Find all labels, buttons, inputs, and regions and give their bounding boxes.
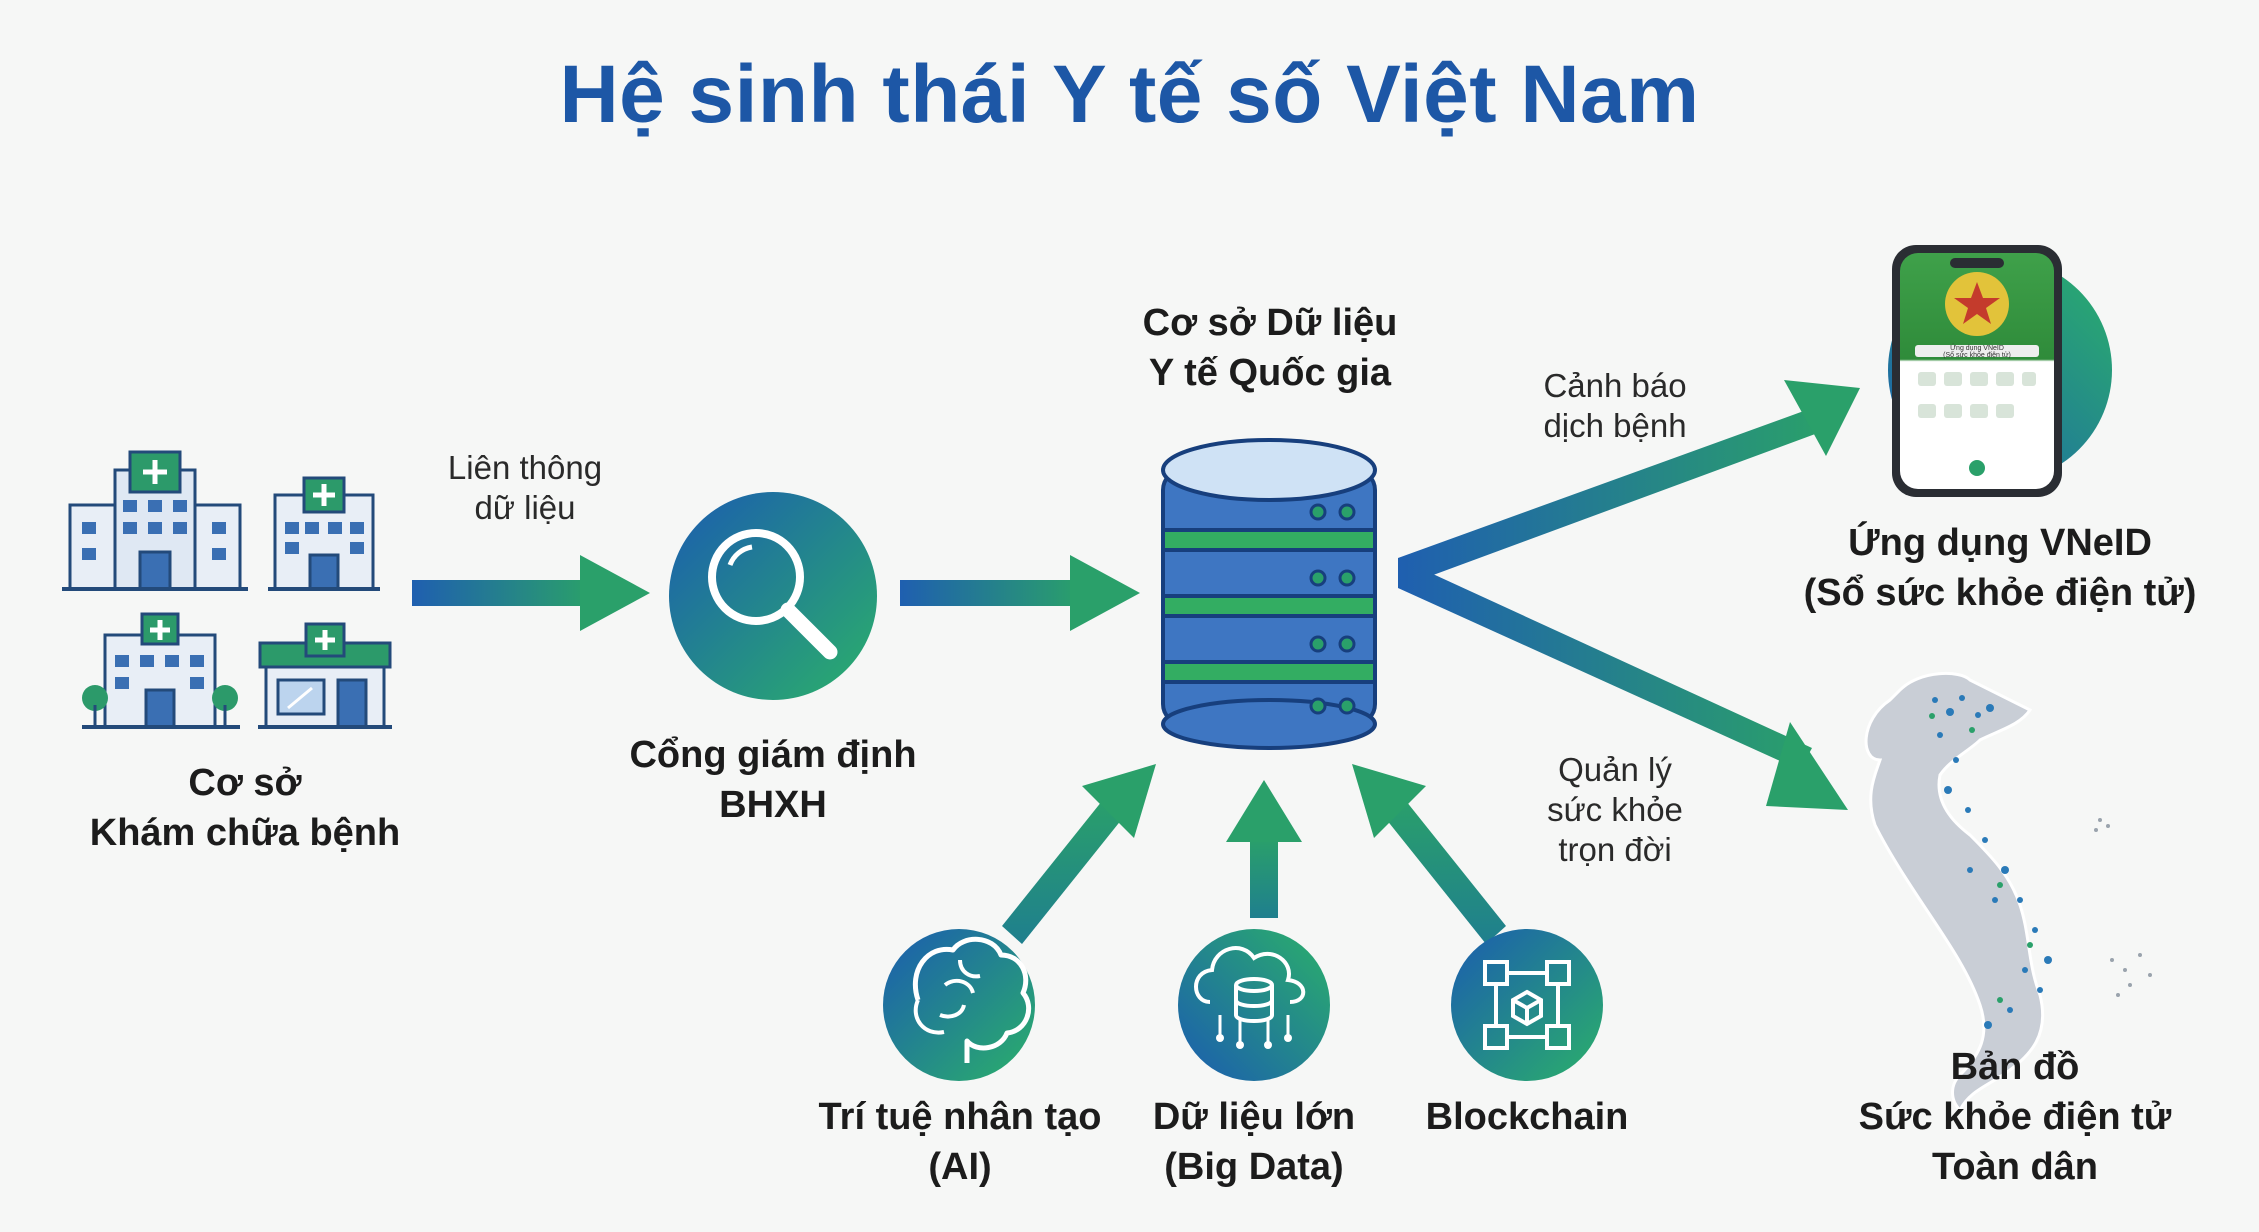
label-map-line3: Toàn dân xyxy=(1931,1146,2099,1188)
arrow-bigdata-to-database xyxy=(1226,780,1302,918)
label-database: Cơ sở Dữ liệu Y tế Quốc gia xyxy=(1070,298,1470,398)
edge-label-data-link-line2: dữ liệu xyxy=(474,489,576,526)
edge-label-data-link-line1: Liên thông xyxy=(447,449,603,486)
label-gateway-line2: BHXH xyxy=(719,784,827,826)
edge-label-lifelong-health-line1: Quản lý xyxy=(1558,751,1672,788)
arrow-database-to-vneid xyxy=(1398,380,1860,588)
hospital-building-large xyxy=(62,450,248,591)
hospital-buildings-icon xyxy=(62,450,392,729)
edge-label-epidemic-alert-line1: Cảnh báo xyxy=(1543,367,1687,404)
edge-label-data-link: Liên thông dữ liệu xyxy=(410,448,640,528)
arrow-database-to-map xyxy=(1398,558,1848,810)
label-blockchain-line1: Blockchain xyxy=(1425,1096,1629,1138)
blockchain-icon xyxy=(1451,929,1603,1081)
phone-app-subtitle: (Sổ sức khỏe điện tử) xyxy=(1943,352,2011,359)
label-bigdata-line2: (Big Data) xyxy=(1164,1146,1344,1188)
magnifier-icon xyxy=(669,492,877,700)
smartphone-icon xyxy=(1888,245,2112,497)
label-ai-line2: (AI) xyxy=(928,1146,992,1188)
label-gateway-line1: Cổng giám định xyxy=(629,734,917,776)
label-bigdata: Dữ liệu lớn (Big Data) xyxy=(1104,1092,1404,1192)
label-database-line1: Cơ sở Dữ liệu xyxy=(1142,302,1398,344)
edge-label-lifelong-health: Quản lý sức khỏe trọn đời xyxy=(1505,750,1725,870)
label-ai: Trí tuệ nhân tạo (AI) xyxy=(785,1092,1135,1192)
database-server-icon xyxy=(1161,438,1377,750)
edge-label-lifelong-health-line3: trọn đời xyxy=(1558,831,1672,868)
clinic-building xyxy=(258,622,392,729)
hospital-building-small xyxy=(268,476,380,591)
label-gateway: Cổng giám định BHXH xyxy=(573,730,973,830)
page-title: Hệ sinh thái Y tế số Việt Nam xyxy=(559,49,1700,140)
label-ai-line1: Trí tuệ nhân tạo xyxy=(818,1096,1102,1138)
label-database-line2: Y tế Quốc gia xyxy=(1148,352,1392,394)
label-bigdata-line1: Dữ liệu lớn xyxy=(1152,1096,1356,1138)
vietnam-map-icon xyxy=(1864,671,2152,1113)
label-vneid: Ứng dụng VNeID (Sổ sức khỏe điện tử) xyxy=(1760,518,2240,618)
edge-label-epidemic-alert-line2: dịch bệnh xyxy=(1543,407,1687,444)
label-vneid-line1: Ứng dụng VNeID xyxy=(1848,522,2152,564)
label-map: Bản đồ Sức khỏe điện tử Toàn dân xyxy=(1800,1042,2230,1192)
cloud-database-icon xyxy=(1178,929,1330,1081)
brain-icon xyxy=(883,929,1035,1081)
arrow-blockchain-to-database xyxy=(1352,764,1506,944)
arrow-gateway-to-database xyxy=(900,555,1140,631)
phone-app-title: Ứng dụng VNeID xyxy=(1950,345,2004,352)
arrow-ai-to-database xyxy=(1002,764,1156,944)
arrow-facilities-to-gateway xyxy=(412,555,650,631)
label-blockchain: Blockchain xyxy=(1397,1092,1657,1142)
label-vneid-line2: (Sổ sức khỏe điện tử) xyxy=(1803,572,2197,614)
edge-label-epidemic-alert: Cảnh báo dịch bệnh xyxy=(1505,366,1725,446)
label-map-line2: Sức khỏe điện tử xyxy=(1858,1096,2172,1138)
label-facilities-line2: Khám chữa bệnh xyxy=(89,812,401,854)
label-facilities-line1: Cơ sở xyxy=(188,762,302,804)
phone-screen-text: Ứng dụng VNeID (Sổ sức khỏe điện tử) xyxy=(1915,345,2039,359)
label-facilities: Cơ sở Khám chữa bệnh xyxy=(40,758,450,858)
label-map-line1: Bản đồ xyxy=(1950,1046,2080,1088)
hospital-building-tower xyxy=(82,612,240,729)
edge-label-lifelong-health-line2: sức khỏe xyxy=(1547,791,1683,828)
